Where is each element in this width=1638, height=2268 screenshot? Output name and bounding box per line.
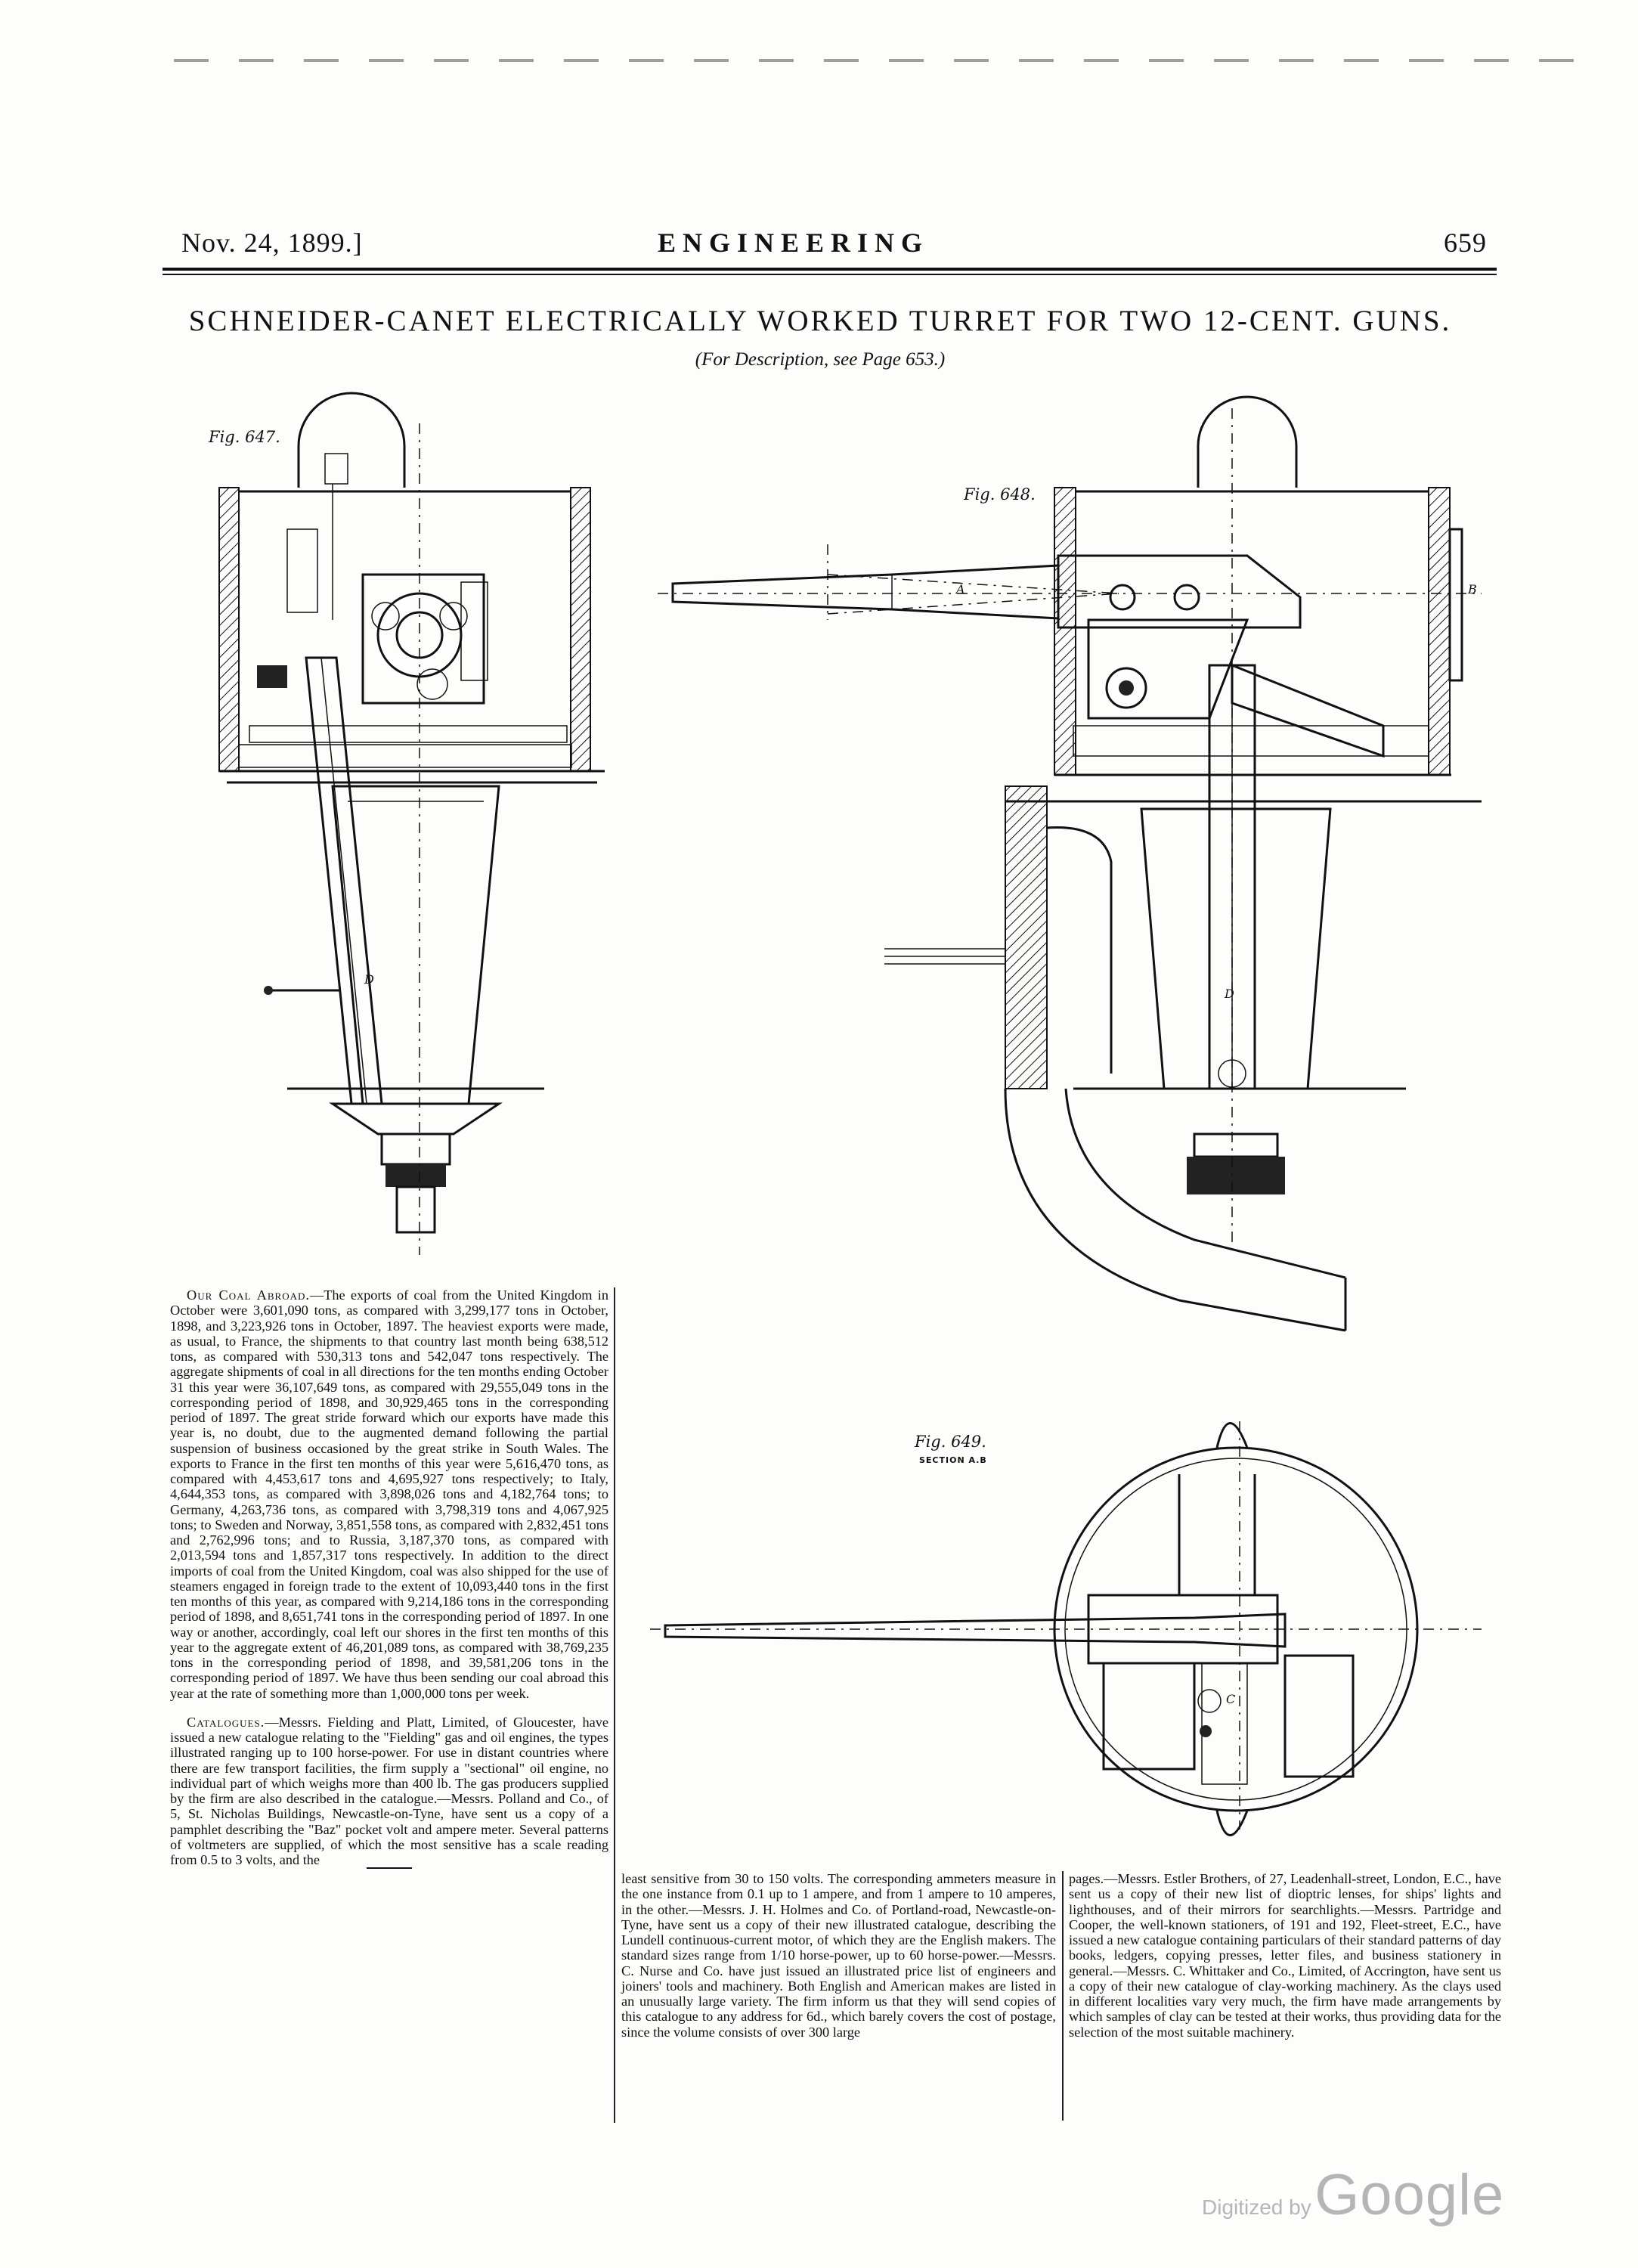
watermark-prefix: Digitized by [1202, 2195, 1311, 2219]
header-rule-thin [163, 274, 1497, 275]
article-subtitle: (For Description, see Page 653.) [695, 349, 946, 370]
column-3: pages.—Messrs. Estler Brothers, of 27, L… [1069, 1871, 1501, 2040]
coal-abroad-body: —The exports of coal from the United Kin… [170, 1287, 608, 1701]
fig647-caption: Fig. 647. [209, 428, 280, 446]
catalogues-heading: Catalogues. [187, 1714, 265, 1730]
column-2: least sensitive from 30 to 150 volts. Th… [621, 1871, 1056, 2040]
google-watermark: Digitized by Google [1202, 2162, 1504, 2228]
fig649-label-c: C [1226, 1692, 1236, 1706]
catalogues-paragraph: Catalogues.—Messrs. Fielding and Platt, … [170, 1715, 608, 1868]
coal-abroad-heading: Our Coal Abroad. [187, 1287, 310, 1303]
column-rule-1 [614, 1287, 615, 2123]
header-journal: ENGINEERING [658, 228, 930, 258]
header-date: Nov. 24, 1899.] [181, 228, 363, 258]
catalogues-col1-text: —Messrs. Fielding and Platt, Limited, of… [170, 1714, 608, 1867]
article-title: SCHNEIDER-CANET ELECTRICALLY WORKED TURR… [188, 305, 1452, 337]
watermark-brand: Google [1314, 2163, 1505, 2227]
top-margin-marks [174, 59, 1595, 62]
fig648-label-b: B [1468, 582, 1477, 596]
section-divider [367, 1867, 412, 1869]
fig648-label-d: D [1225, 987, 1234, 1001]
header-rule [163, 268, 1497, 271]
fig649-caption: Fig. 649. [915, 1433, 986, 1451]
column-1: Our Coal Abroad.—The exports of coal fro… [170, 1287, 608, 1867]
catalogues-col3-text: pages.—Messrs. Estler Brothers, of 27, L… [1069, 1871, 1501, 2040]
catalogues-col2-text: least sensitive from 30 to 150 volts. Th… [621, 1871, 1056, 2040]
header-page-number: 659 [1444, 228, 1487, 258]
coal-abroad-paragraph: Our Coal Abroad.—The exports of coal fro… [170, 1287, 608, 1701]
fig648-label-a: A [956, 582, 965, 596]
fig649-section-label: SECTION A.B [919, 1455, 987, 1465]
column-rule-2 [1062, 1871, 1064, 2121]
fig648-caption: Fig. 648. [964, 485, 1036, 503]
fig647-label-d: D [364, 972, 374, 987]
